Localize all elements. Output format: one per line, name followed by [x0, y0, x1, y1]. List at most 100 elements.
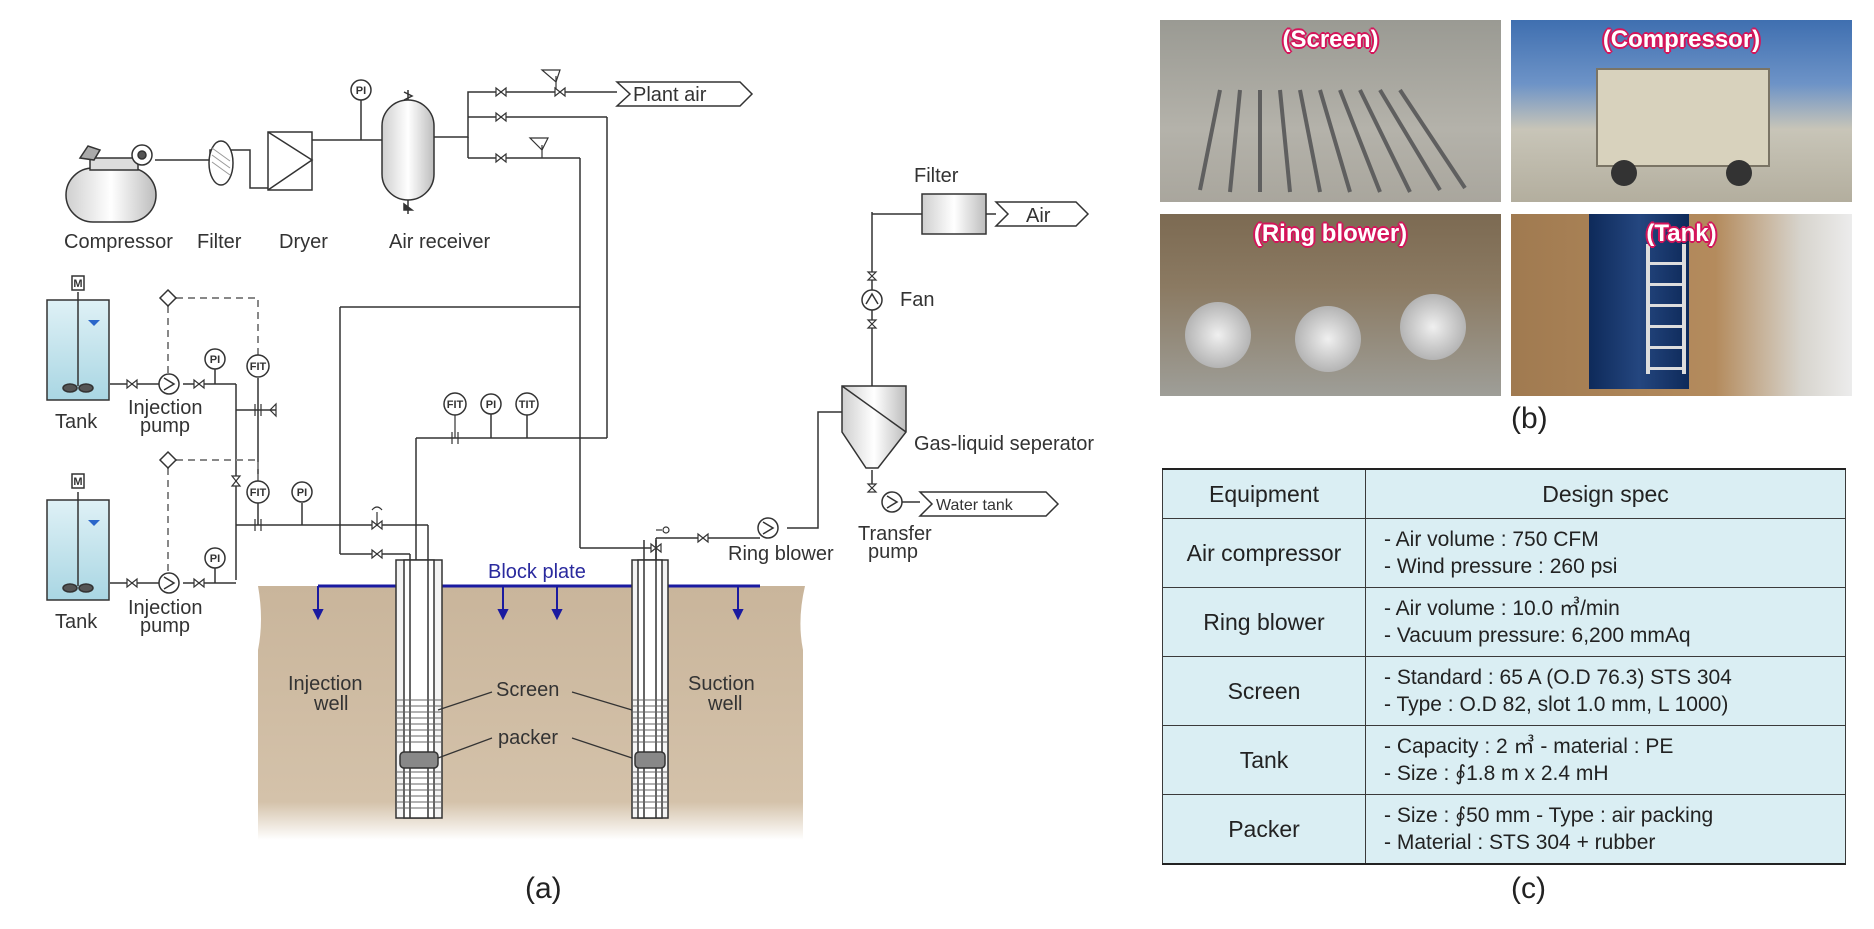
spec-cell: - Air volume : 10.0 ㎥/min - Vacuum pressu…	[1365, 587, 1846, 657]
label-injection-pump-1-b: pump	[140, 415, 190, 437]
manual-valve-stem	[371, 506, 670, 534]
label-injection-well: Injection	[288, 673, 363, 695]
pressure-regulators	[528, 69, 561, 158]
label-injection-pump-1: Injection	[128, 397, 203, 419]
header-equipment: Equipment	[1162, 468, 1366, 519]
pi-gauge-top: PI	[350, 79, 372, 101]
compressor-wheel-left	[1611, 160, 1637, 186]
filter-icon	[208, 140, 234, 186]
svg-text:Air: Air	[1026, 205, 1051, 227]
injection-pump-icons	[158, 288, 180, 594]
table-row: Ring blower - Air volume : 10.0 ㎥/min- V…	[1162, 587, 1846, 657]
table-row: Tank - Capacity : 2 ㎥ - material : PE- S…	[1162, 725, 1846, 795]
equipment-cell: Screen	[1162, 656, 1366, 726]
svg-text:TIT: TIT	[519, 399, 536, 411]
table-row: Air compressor - Air volume : 750 CFM- W…	[1162, 518, 1846, 588]
block-plate-anchors	[312, 586, 744, 621]
spec-line: - Air volume : 750 CFM	[1384, 528, 1599, 551]
air-outlet: Air	[994, 201, 1090, 227]
equipment-cell: Packer	[1162, 794, 1366, 865]
caption-c: (c)	[1511, 872, 1546, 905]
photo-compressor: (Compressor)	[1511, 20, 1852, 202]
label-block-plate: Block plate	[488, 561, 586, 583]
screen-pipes-graphic	[1198, 88, 1467, 193]
svg-text:Plant air: Plant air	[633, 84, 707, 106]
label-filter-right: Filter	[914, 165, 959, 187]
header-design-spec: Design spec	[1365, 468, 1846, 519]
motor-label-1: M	[73, 278, 82, 290]
gas-liquid-separator-icon	[841, 385, 907, 469]
blower-unit-3	[1400, 294, 1466, 360]
spec-line: - Capacity : 2 ㎥ - material : PE	[1384, 735, 1674, 758]
table-row: Packer - Size : ∮50 mm - Type : air pack…	[1162, 794, 1846, 865]
ring-blower-icon	[757, 517, 779, 539]
spec-line: - Standard : 65 A (O.D 76.3) STS 304	[1384, 666, 1732, 689]
photo-screen-tag: (Screen)	[1282, 26, 1379, 53]
spec-cell: - Air volume : 750 CFM - Wind pressure : …	[1365, 518, 1846, 588]
photo-screen: (Screen)	[1160, 20, 1501, 202]
spec-line: - Size : ∮50 mm - Type : air packing	[1384, 804, 1714, 827]
blower-unit-2	[1295, 306, 1361, 372]
spec-table: Equipment Design spec Air compressor - A…	[1162, 468, 1846, 865]
label-suction-well-b: well	[707, 693, 742, 715]
injection-packer	[399, 751, 439, 769]
svg-text:FIT: FIT	[447, 399, 464, 411]
svg-text:FIT: FIT	[250, 487, 267, 499]
piping	[110, 91, 996, 584]
spec-line: - Wind pressure : 260 psi	[1384, 555, 1618, 578]
label-transfer-pump: Transfer	[858, 523, 932, 545]
photo-ring-blower-tag: (Ring blower)	[1253, 220, 1408, 247]
label-air-receiver: Air receiver	[389, 231, 490, 253]
dryer-icon	[267, 131, 314, 191]
label-injection-pump-2: Injection	[128, 597, 203, 619]
tank-ladder	[1646, 244, 1686, 374]
svg-text:FIT: FIT	[250, 361, 267, 373]
spec-line: - Material : STS 304 + rubber	[1384, 831, 1656, 854]
svg-text:PI: PI	[356, 85, 366, 97]
label-tank-2: Tank	[55, 611, 98, 633]
label-tank-1: Tank	[55, 411, 98, 433]
transfer-pump-icon	[881, 491, 903, 513]
leader-lines	[437, 691, 633, 759]
table-header-row: Equipment Design spec	[1162, 468, 1846, 519]
flow-meter-stubs	[254, 402, 459, 531]
svg-text:PI: PI	[210, 354, 220, 366]
label-packer: packer	[498, 727, 558, 749]
svg-text:PI: PI	[486, 399, 496, 411]
filter-right-icon	[921, 193, 987, 235]
spec-line: - Type : O.D 82, slot 1.0 mm, L 1000)	[1384, 693, 1729, 716]
label-gas-liquid-separator: Gas-liquid seperator	[914, 433, 1094, 455]
compressor-icon	[65, 144, 157, 223]
plant-air-outlet: Plant air	[615, 81, 754, 107]
motor-label-2: M	[73, 476, 82, 488]
label-screen: Screen	[496, 679, 559, 701]
equipment-cell: Tank	[1162, 725, 1366, 795]
table-row: Screen - Standard : 65 A (O.D 76.3) STS …	[1162, 656, 1846, 726]
spec-cell: - Size : ∮50 mm - Type : air packing - Ma…	[1365, 794, 1846, 865]
fan-icon	[861, 289, 883, 311]
spec-line: - Vacuum pressure: 6,200 mmAq	[1384, 624, 1691, 647]
photo-ring-blower: (Ring blower)	[1160, 214, 1501, 396]
spec-cell: - Standard : 65 A (O.D 76.3) STS 304 - Ty…	[1365, 656, 1846, 726]
label-compressor: Compressor	[64, 231, 173, 253]
label-filter-top: Filter	[197, 231, 242, 253]
valves	[126, 86, 878, 589]
svg-text:Water tank: Water tank	[936, 497, 1014, 514]
injection-well	[395, 559, 443, 819]
label-transfer-pump-b: pump	[868, 541, 918, 563]
photo-tank-tag: (Tank)	[1646, 220, 1717, 247]
tank-1-icon	[46, 275, 110, 401]
label-injection-well-b: well	[313, 693, 348, 715]
spec-cell: - Capacity : 2 ㎥ - material : PE- Size :…	[1365, 725, 1846, 795]
signal-lines	[167, 297, 259, 573]
suction-packer	[634, 751, 666, 769]
label-injection-pump-2-b: pump	[140, 615, 190, 637]
svg-text:PI: PI	[297, 487, 307, 499]
photo-compressor-tag: (Compressor)	[1602, 26, 1761, 53]
spec-line: - Air volume : 10.0 ㎥/min	[1384, 597, 1620, 620]
label-ring-blower: Ring blower	[728, 543, 834, 565]
caption-a: (a)	[525, 872, 562, 905]
caption-b: (b)	[1511, 402, 1548, 435]
label-suction-well: Suction	[688, 673, 755, 695]
